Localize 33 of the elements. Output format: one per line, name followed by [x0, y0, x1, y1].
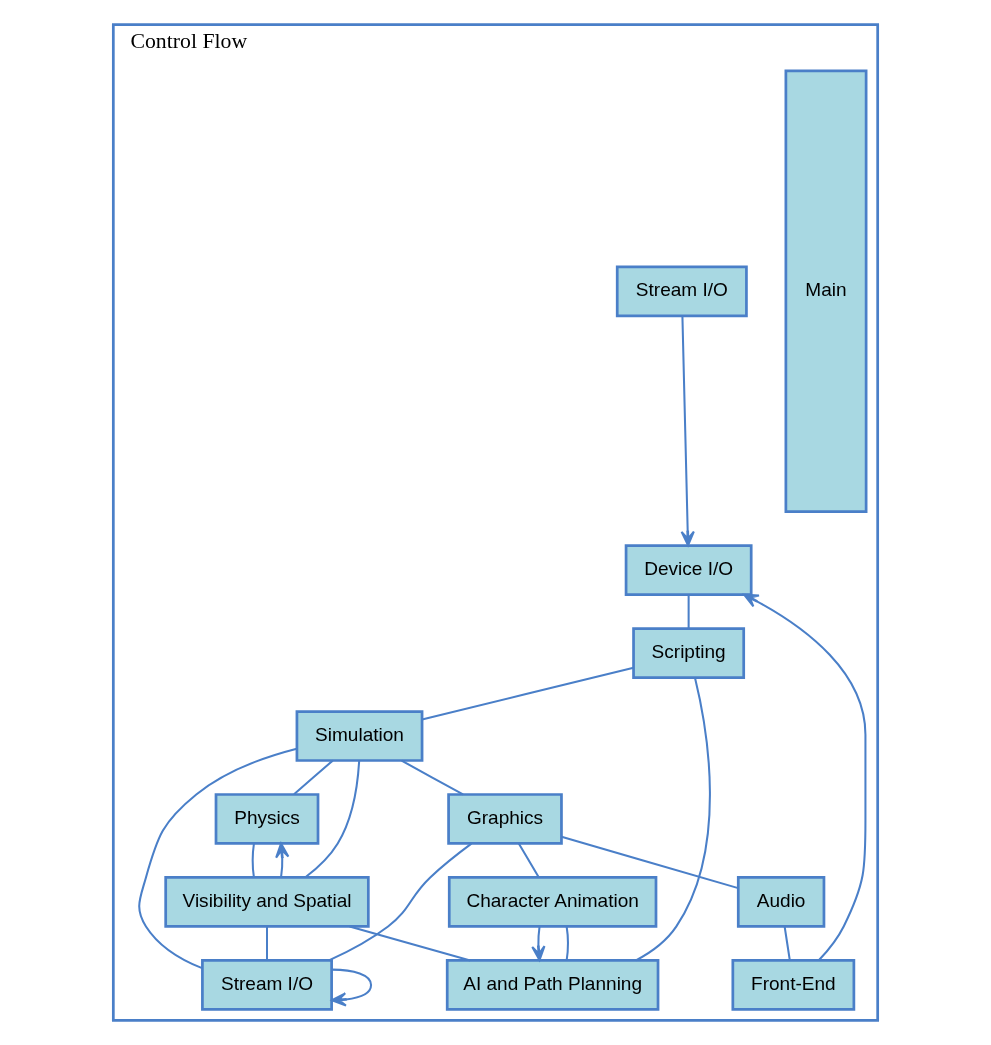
connector — [517, 843, 540, 878]
connector — [328, 842, 473, 962]
connector — [304, 760, 361, 879]
connector — [266, 926, 269, 961]
connector — [561, 835, 739, 890]
connector — [401, 759, 464, 796]
node-box: Stream I/O — [615, 265, 748, 318]
connector — [783, 926, 791, 961]
node-box: Stream I/O — [201, 959, 333, 1011]
connector — [687, 594, 690, 629]
arrow — [275, 842, 290, 878]
node-box: Character Animation — [447, 876, 658, 928]
node-box: Physics — [214, 793, 320, 845]
connector — [293, 759, 334, 795]
connector — [251, 843, 255, 878]
connector — [565, 926, 569, 961]
node-box: Device I/O — [624, 544, 753, 596]
node-box: Graphics — [447, 793, 563, 845]
arrow — [743, 593, 867, 961]
node-box: AI and Path Planning — [445, 959, 660, 1011]
node-box: Front-End — [731, 959, 856, 1011]
connector — [349, 925, 471, 962]
node-box: Main — [784, 69, 868, 513]
connector — [138, 747, 297, 970]
connector — [635, 677, 711, 962]
node-box: Audio — [736, 876, 826, 928]
node-box: Visibility and Spatial — [164, 876, 370, 928]
node-box: Scripting — [632, 627, 746, 679]
arrow — [331, 968, 373, 1007]
node-box: Simulation — [295, 710, 424, 762]
connector — [421, 666, 634, 721]
arrow — [680, 316, 695, 547]
arrow — [531, 926, 546, 962]
